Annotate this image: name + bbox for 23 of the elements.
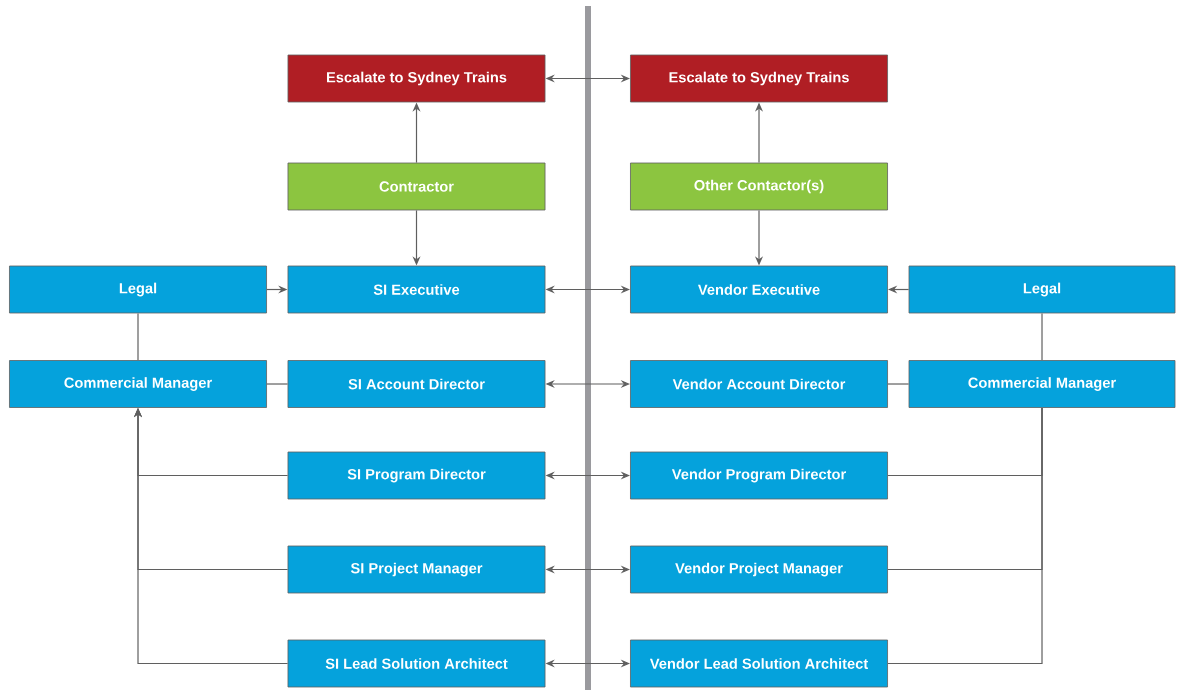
contractor-box: Contractor: [287, 162, 546, 211]
role-box: Vendor Lead Solution Architect: [630, 639, 888, 688]
connector: [887, 383, 910, 385]
role-box: Commercial Manager: [908, 360, 1176, 408]
contractor-box: Other Contactor(s): [630, 162, 888, 211]
escalation-box: Escalate to Sydney Trains: [630, 54, 888, 103]
connector: [266, 383, 289, 385]
role-box: SI Lead Solution Architect: [287, 639, 546, 688]
connector: [1041, 312, 1043, 361]
role-box: SI Account Director: [287, 360, 546, 408]
role-box: SI Project Manager: [287, 545, 546, 594]
role-box: Vendor Project Manager: [630, 545, 888, 594]
role-box: Legal: [9, 265, 267, 314]
role-box: Vendor Executive: [630, 265, 888, 314]
escalation-box: Escalate to Sydney Trains: [287, 54, 546, 103]
role-box: Vendor Program Director: [630, 451, 888, 500]
role-box: Commercial Manager: [9, 360, 267, 408]
role-box: SI Executive: [287, 265, 546, 314]
role-box: Vendor Account Director: [630, 360, 888, 408]
role-box: SI Program Director: [287, 451, 546, 500]
connector: [887, 407, 1043, 665]
connector: [137, 312, 139, 361]
role-box: Legal: [908, 265, 1176, 314]
